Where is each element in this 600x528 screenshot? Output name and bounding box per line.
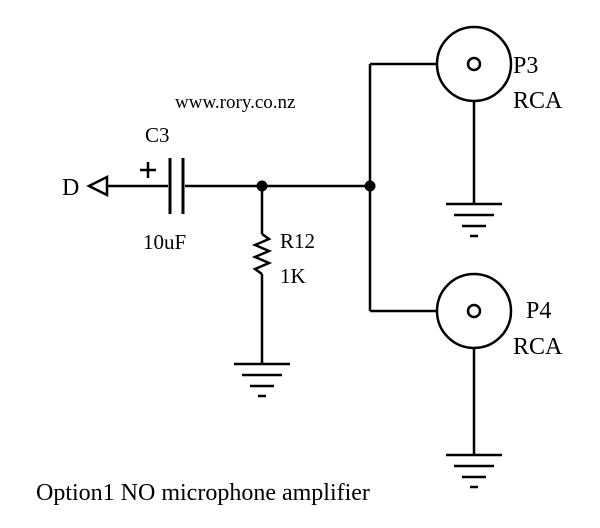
resistor-r12-zigzag [251, 232, 273, 276]
connector-p3-inner [466, 56, 482, 72]
connector-p4-inner [466, 303, 482, 319]
connector-p4-type: RCA [513, 334, 563, 360]
caption: Option1 NO microphone amplifier [36, 480, 370, 506]
connector-p3-type: RCA [513, 88, 563, 114]
connector-p3-ref: P3 [513, 53, 538, 79]
ground-symbol-p3 [446, 202, 502, 238]
input-label-d: D [62, 175, 79, 201]
website-label: www.rory.co.nz [175, 92, 295, 113]
input-port-arrow [86, 174, 109, 198]
connector-p4-ref: P4 [526, 298, 551, 324]
connector-p3-outer [435, 25, 513, 103]
junction-dot-bus [364, 180, 376, 192]
connector-p4-outer [435, 272, 513, 350]
ground-symbol-p4 [446, 453, 502, 489]
resistor-ref: R12 [280, 229, 315, 253]
resistor-value: 1K [280, 264, 306, 288]
capacitor-value: 10uF [143, 230, 186, 254]
junction-dot-resistor [256, 180, 268, 192]
capacitor-ref: C3 [145, 123, 170, 147]
ground-symbol-r12 [234, 362, 290, 398]
